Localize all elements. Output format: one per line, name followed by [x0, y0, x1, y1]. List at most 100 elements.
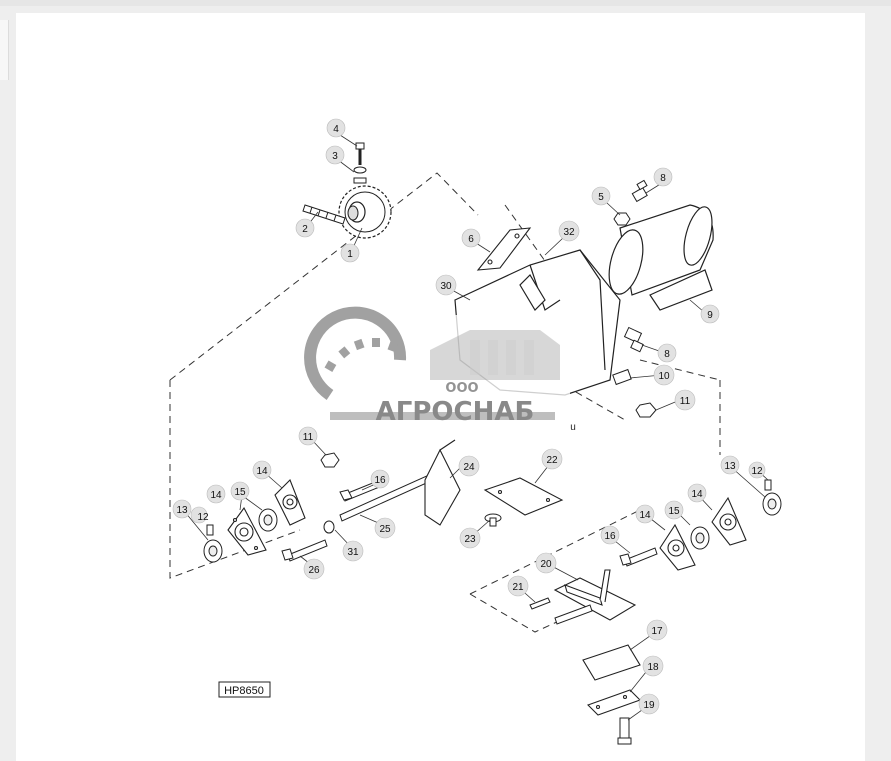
svg-text:17: 17 [651, 626, 663, 637]
svg-text:20: 20 [540, 559, 552, 570]
callout-8-side: 8 [657, 343, 677, 363]
svg-text:8: 8 [660, 173, 666, 184]
bearing-15-left [258, 508, 278, 532]
svg-text:11: 11 [303, 432, 314, 443]
scraper-17 [582, 644, 641, 681]
callout-18: 18 [642, 655, 664, 677]
setscrew-12-right [764, 479, 772, 491]
fitting-10 [612, 368, 632, 386]
callout-15-right: 15 [664, 500, 684, 520]
callout-31: 31 [342, 540, 364, 562]
callout-14-left-inner: 14 [252, 460, 272, 480]
svg-text:19: 19 [643, 700, 655, 711]
callout-11-left: 11 [298, 426, 318, 446]
callout-8-top: 8 [653, 167, 673, 187]
drawing-code-label: HP8650 [218, 681, 271, 698]
harvester-logo-icon [430, 330, 560, 380]
svg-text:12: 12 [751, 466, 763, 477]
svg-text:14: 14 [639, 510, 651, 521]
callout-19: 19 [638, 693, 660, 715]
bolt-26 [281, 539, 328, 562]
callout-15-left: 15 [230, 481, 250, 501]
svg-text:3: 3 [332, 151, 338, 162]
side-panel-tab[interactable] [0, 20, 9, 80]
callout-6: 6 [461, 228, 481, 248]
callout-22: 22 [541, 448, 563, 470]
svg-text:24: 24 [463, 462, 475, 473]
callout-4: 4 [326, 118, 346, 138]
callout-14-right-outer: 14 [687, 483, 707, 503]
callout-1: 1 [340, 243, 360, 263]
callout-24: 24 [458, 455, 480, 477]
callout-13-right: 13 [720, 455, 740, 475]
tube-cylinder-9 [608, 204, 714, 311]
callout-23: 23 [459, 527, 481, 549]
callout-16-right: 16 [600, 525, 620, 545]
strip-18 [586, 689, 642, 716]
bolt-19 [617, 717, 632, 745]
svg-text:8: 8 [664, 349, 670, 360]
callout-20: 20 [535, 552, 557, 574]
bearing-flange-right-inner [659, 523, 696, 571]
mount-plate-20 [553, 569, 637, 621]
callout-13-left: 13 [172, 499, 192, 519]
callout-12-right: 12 [748, 461, 766, 479]
bearing-15-right [690, 526, 710, 550]
callout-17: 17 [646, 619, 668, 641]
bearing-flange-left-outer [227, 506, 267, 556]
drive-sprocket [338, 185, 392, 239]
svg-text:14: 14 [256, 466, 268, 477]
svg-text:25: 25 [379, 524, 391, 535]
callout-32: 32 [558, 220, 580, 242]
svg-text:15: 15 [234, 487, 246, 498]
svg-text:23: 23 [464, 534, 476, 545]
callout-21: 21 [507, 575, 529, 597]
svg-text:1: 1 [347, 249, 353, 260]
svg-text:26: 26 [308, 565, 320, 576]
svg-text:10: 10 [658, 371, 670, 382]
callout-3: 3 [325, 145, 345, 165]
callout-26: 26 [303, 558, 325, 580]
bolt-16-right [619, 547, 658, 567]
top-strip [0, 0, 891, 6]
bearing-flange-right-outer [711, 496, 747, 546]
guide-plate-6 [476, 227, 532, 271]
svg-text:2: 2 [302, 224, 308, 235]
setscrew-12-left [206, 524, 214, 536]
pin-21 [529, 597, 551, 610]
fitting-8-side [623, 326, 644, 353]
gear-logo-icon [304, 306, 407, 400]
svg-text:16: 16 [604, 531, 616, 542]
collar-13-left [203, 539, 223, 563]
callout-14-right-inner: 14 [635, 504, 655, 524]
nut-11-right [635, 402, 657, 418]
svg-text:21: 21 [512, 582, 524, 593]
fitting-8-top [631, 179, 648, 203]
callout-14-left-outer: 14 [206, 484, 226, 504]
svg-text:5: 5 [598, 192, 604, 203]
svg-text:31: 31 [347, 547, 359, 558]
cover-plate-22 [483, 477, 564, 516]
callout-30: 30 [435, 274, 457, 296]
svg-text:11: 11 [680, 396, 691, 407]
svg-text:22: 22 [546, 455, 558, 466]
nut-5 [613, 212, 631, 226]
svg-text:15: 15 [668, 506, 680, 517]
shaft-20 [554, 604, 593, 625]
svg-text:14: 14 [210, 490, 222, 501]
callout-9: 9 [700, 304, 720, 324]
callout-5: 5 [591, 186, 611, 206]
svg-text:18: 18 [647, 662, 659, 673]
bracket-24 [424, 439, 461, 526]
washer-31 [323, 520, 335, 534]
svg-text:u: u [570, 422, 576, 433]
drive-chain [302, 204, 346, 225]
svg-text:ООО: ООО [445, 381, 478, 396]
svg-text:HP8650: HP8650 [224, 685, 264, 697]
collar-13-right [762, 492, 782, 516]
callout-12-left: 12 [190, 506, 209, 524]
svg-text:АГРОСНАБ: АГРОСНАБ [376, 397, 535, 427]
callout-16-left: 16 [370, 469, 390, 489]
svg-text:4: 4 [333, 124, 339, 135]
sprocket-bolt [353, 142, 367, 184]
